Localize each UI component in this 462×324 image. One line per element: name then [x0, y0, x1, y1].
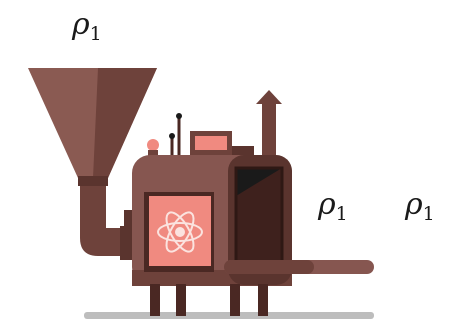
reactor-window: [144, 192, 214, 272]
output-density-label-near: ρ1: [318, 190, 348, 224]
rho-subscript: 1: [90, 23, 102, 45]
rho-subscript: 1: [423, 203, 435, 225]
rho-symbol: ρ: [405, 187, 423, 222]
machine-legs: [150, 284, 268, 316]
input-density-label: ρ1: [72, 10, 102, 44]
floor-line: [84, 312, 374, 319]
chimney: [256, 90, 282, 160]
indicator-light: [147, 139, 159, 151]
rho-symbol: ρ: [72, 7, 90, 42]
antennas: [169, 113, 182, 160]
feed-pipe: [80, 186, 134, 260]
rho-subscript: 1: [336, 203, 348, 225]
arrow-up-icon: [256, 90, 282, 104]
output-density-label-far: ρ1: [405, 190, 435, 224]
rho-symbol: ρ: [318, 187, 336, 222]
output-conveyor: [224, 260, 374, 274]
